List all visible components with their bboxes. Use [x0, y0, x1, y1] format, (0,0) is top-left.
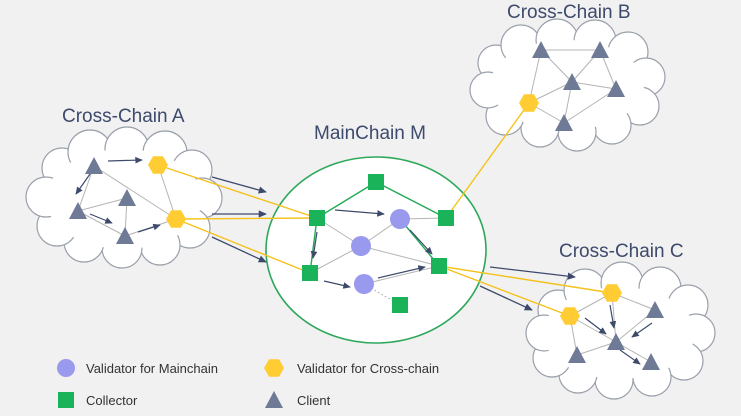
client-node-icon: [116, 227, 134, 244]
client-node-icon: [642, 353, 660, 370]
client-node-icon: [563, 73, 581, 90]
crosschain-validator-node-icon: [519, 94, 539, 112]
mainchain-dotted-link: [363, 283, 401, 306]
client-node-icon: [591, 41, 609, 58]
client-node-icon: [118, 189, 136, 206]
inter-chain-arrows: [211, 176, 576, 311]
legend-validator-mainchain-label: Validator for Mainchain: [86, 361, 218, 376]
crosschain-validator-legend-icon: [264, 359, 284, 377]
collector-node-icon: [302, 265, 318, 281]
chain-a-arrows: [75, 156, 161, 233]
collector-node-icon: [431, 258, 447, 274]
client-legend-icon: [265, 391, 283, 408]
mainchain-nodes: [302, 174, 454, 313]
crosschain-validator-node-icon: [560, 307, 580, 325]
collector-node-icon: [392, 297, 408, 313]
chain-c-nodes: [560, 284, 664, 370]
client-node-icon: [607, 333, 625, 350]
collector-node-icon: [368, 174, 384, 190]
mainchain-arrows: [310, 209, 433, 289]
client-node-icon: [568, 346, 586, 363]
crosschain-validator-node-icon: [602, 284, 622, 302]
client-node-icon: [532, 41, 550, 58]
mainchain-validator-legend-icon: [57, 359, 75, 377]
legend-validator-crosschain-label: Validator for Cross-chain: [297, 361, 439, 376]
cross-chain-links: [157, 102, 613, 317]
crosschain-validator-node-icon: [148, 156, 168, 174]
chain-c-arrows: [584, 304, 653, 365]
client-node-icon: [555, 114, 573, 131]
chain-b-nodes: [519, 41, 625, 131]
cross-chain-c-title: Cross-Chain C: [559, 241, 684, 262]
client-node-icon: [69, 202, 87, 219]
client-node-icon: [646, 301, 664, 318]
collector-node-icon: [438, 210, 454, 226]
client-node-icon: [607, 80, 625, 97]
mainchain-validator-node-icon: [351, 236, 371, 256]
cross-chain-c-cloud: [525, 261, 716, 400]
client-node-icon: [85, 157, 103, 174]
mainchain-validator-node-icon: [354, 274, 374, 294]
legend: Validator for Mainchain Validator for Cr…: [57, 359, 439, 408]
legend-collector-label: Collector: [86, 393, 138, 408]
chain-a-nodes: [69, 156, 186, 244]
legend-client-label: Client: [297, 393, 331, 408]
cross-chain-a-title: Cross-Chain A: [62, 106, 185, 127]
mainchain-validator-node-icon: [390, 209, 410, 229]
crosschain-validator-node-icon: [166, 210, 186, 228]
collector-legend-icon: [58, 392, 74, 408]
collector-node-icon: [309, 210, 325, 226]
mainchain-title: MainChain M: [314, 123, 426, 144]
cross-chain-b-title: Cross-Chain B: [507, 2, 631, 23]
